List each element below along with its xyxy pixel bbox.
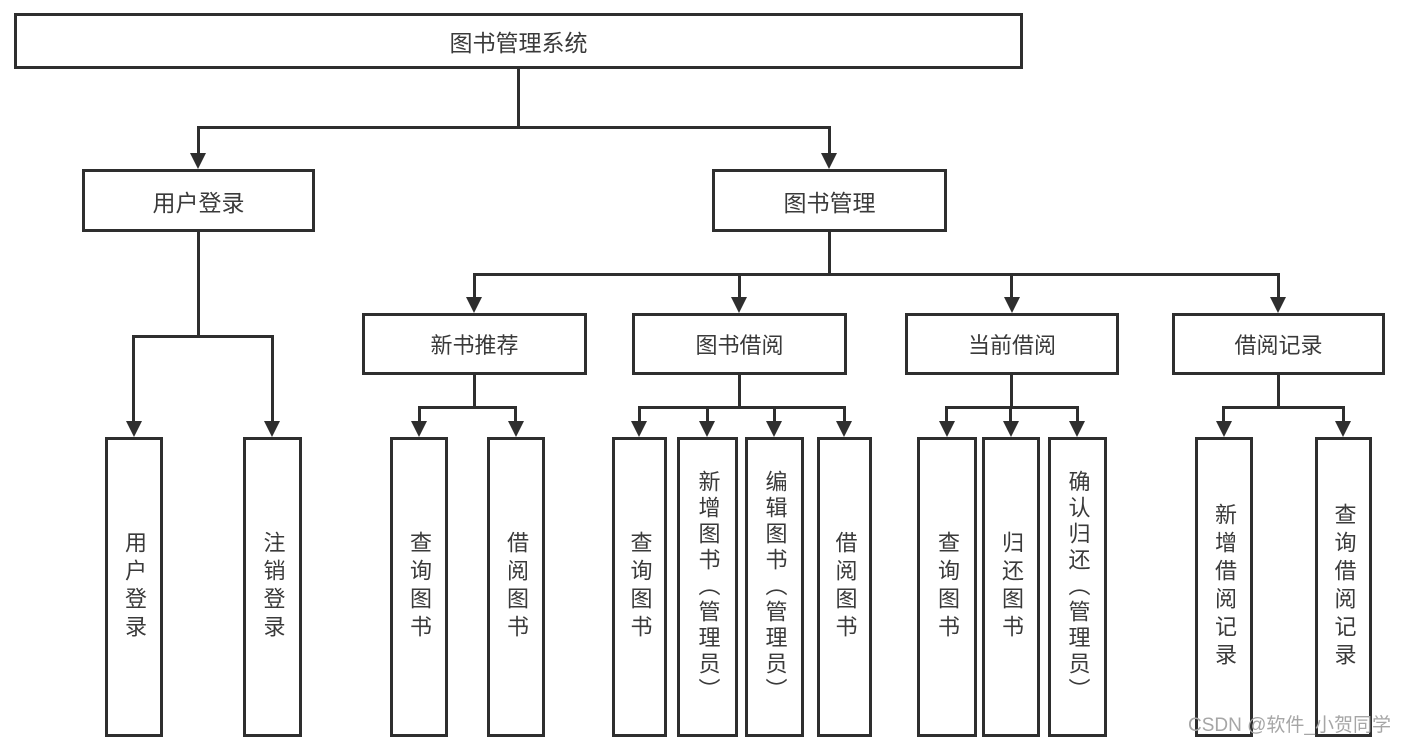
connector-to-leaf	[1222, 406, 1225, 421]
arrow-down-icon	[508, 421, 524, 437]
connector-to-book-borrowing	[738, 273, 741, 299]
connector-to-leaf	[1009, 406, 1012, 421]
arrow-down-icon	[190, 153, 206, 169]
connector-new-book-recommendation-stem	[473, 375, 476, 409]
connector-to-leaf	[638, 406, 641, 421]
connector-to-current-borrowing	[1010, 273, 1013, 299]
arrow-down-icon	[631, 421, 647, 437]
leaf-query-books-current: 查询图书	[917, 437, 977, 737]
leaf-label: 新增图书（管理员）	[695, 470, 721, 704]
node-label: 图书管理	[783, 189, 876, 216]
connector-to-leaf	[843, 406, 846, 421]
node-library-management-system: 图书管理系统	[14, 13, 1023, 69]
node-label: 当前借阅	[967, 333, 1056, 358]
connector-to-leaf	[514, 406, 517, 421]
leaf-label: 查询借阅记录	[1331, 503, 1357, 671]
arrow-down-icon	[821, 153, 837, 169]
arrow-down-icon	[1069, 421, 1085, 437]
node-label: 借阅记录	[1234, 333, 1323, 358]
connector-to-leaf	[418, 406, 421, 421]
connector-book-borrowing-stem	[738, 375, 741, 409]
node-book-management: 图书管理	[712, 169, 947, 232]
leaf-borrow-books: 借阅图书	[817, 437, 872, 737]
node-current-borrowing: 当前借阅	[905, 313, 1119, 375]
leaf-query-borrow-record: 查询借阅记录	[1315, 437, 1372, 737]
leaf-query-books-borrow: 查询图书	[612, 437, 667, 737]
connector-level1-branch	[197, 126, 831, 129]
node-book-borrowing: 图书借阅	[632, 313, 847, 375]
node-label: 新书推荐	[430, 333, 519, 358]
arrow-down-icon	[264, 421, 280, 437]
arrow-down-icon	[699, 421, 715, 437]
connector-borrowing-records-stem	[1277, 375, 1280, 409]
leaf-add-books-admin: 新增图书（管理员）	[677, 437, 738, 737]
connector-to-book-management	[828, 126, 831, 153]
leaf-label: 确认归还（管理员）	[1065, 470, 1091, 704]
connector-group5-branch	[1222, 406, 1345, 409]
connector-to-leaf	[945, 406, 948, 421]
connector-to-new-book-recommendation	[473, 273, 476, 299]
leaf-label: 新增借阅记录	[1212, 503, 1237, 671]
connector-user-login-stem	[197, 232, 200, 338]
connector-current-borrowing-stem	[1010, 375, 1013, 409]
leaf-label: 借阅图书	[504, 531, 529, 643]
connector-to-borrowing-records	[1277, 273, 1280, 299]
connector-group2-branch	[418, 406, 517, 409]
arrow-down-icon	[1003, 421, 1019, 437]
connector-to-leaf	[706, 406, 709, 421]
arrow-down-icon	[126, 421, 142, 437]
connector-root-stem	[517, 69, 520, 129]
node-new-book-recommendation: 新书推荐	[362, 313, 587, 375]
arrow-down-icon	[1270, 297, 1286, 313]
leaf-user-login: 用户登录	[105, 437, 163, 737]
connector-to-leaf-logout	[271, 335, 274, 421]
connector-level2-branch	[473, 273, 1280, 276]
arrow-down-icon	[939, 421, 955, 437]
leaf-edit-books-admin: 编辑图书（管理员）	[745, 437, 804, 737]
connector-group1-branch	[132, 335, 274, 338]
connector-to-user-login	[197, 126, 200, 153]
connector-to-leaf	[773, 406, 776, 421]
node-label: 用户登录	[152, 189, 245, 216]
leaf-logout: 注销登录	[243, 437, 302, 737]
node-label: 图书管理系统	[449, 30, 588, 56]
arrow-down-icon	[466, 297, 482, 313]
node-label: 图书借阅	[695, 333, 784, 358]
leaf-label: 查询图书	[407, 531, 432, 643]
leaf-borrow-books-recommend: 借阅图书	[487, 437, 545, 737]
arrow-down-icon	[1004, 297, 1020, 313]
arrow-down-icon	[836, 421, 852, 437]
csdn-watermark: CSDN @软件_小贺同学	[1188, 715, 1391, 736]
arrow-down-icon	[766, 421, 782, 437]
node-borrowing-records: 借阅记录	[1172, 313, 1385, 375]
connector-to-leaf-user-login	[132, 335, 135, 421]
arrow-down-icon	[411, 421, 427, 437]
connector-group4-branch	[945, 406, 1079, 409]
leaf-confirm-return-admin: 确认归还（管理员）	[1048, 437, 1107, 737]
leaf-label: 编辑图书（管理员）	[762, 470, 788, 704]
leaf-return-books: 归还图书	[982, 437, 1040, 737]
leaf-add-borrow-record: 新增借阅记录	[1195, 437, 1253, 737]
leaf-label: 借阅图书	[832, 531, 858, 643]
leaf-label: 查询图书	[935, 531, 960, 643]
connector-to-leaf	[1342, 406, 1345, 421]
node-user-login: 用户登录	[82, 169, 315, 232]
leaf-label: 注销登录	[260, 531, 286, 643]
leaf-label: 归还图书	[999, 531, 1024, 643]
arrow-down-icon	[1335, 421, 1351, 437]
connector-book-management-stem	[828, 232, 831, 276]
connector-to-leaf	[1076, 406, 1079, 421]
arrow-down-icon	[731, 297, 747, 313]
leaf-label: 用户登录	[122, 531, 147, 643]
connector-group3-branch	[638, 406, 846, 409]
arrow-down-icon	[1216, 421, 1232, 437]
leaf-label: 查询图书	[627, 531, 653, 643]
leaf-query-books-recommend: 查询图书	[390, 437, 448, 737]
